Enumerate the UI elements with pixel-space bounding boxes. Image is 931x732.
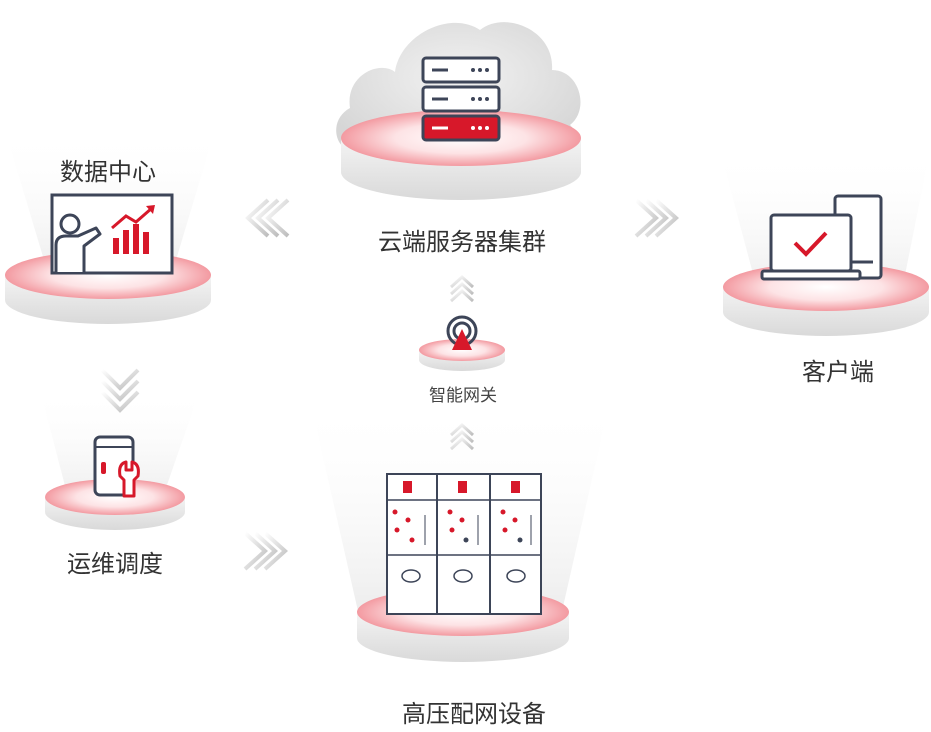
- label-data-center: 数据中心: [60, 158, 156, 186]
- presentation-board-icon: [50, 193, 174, 275]
- arrow-datacenter-to-ops: [100, 368, 140, 413]
- switchgear-cabinet-icon: [386, 473, 542, 615]
- signal-antenna-icon: [446, 315, 478, 350]
- arrow-equipment-to-gateway: [449, 422, 475, 451]
- platform-ops: [45, 479, 185, 530]
- arrow-ops-to-equipment: [243, 531, 288, 571]
- computer-check-icon: [760, 194, 883, 281]
- server-rack-icon: [421, 56, 501, 142]
- cabinet-wrench-icon: [93, 435, 140, 498]
- arrow-gateway-to-cloud: [449, 274, 475, 303]
- label-hv-equipment: 高压配网设备: [402, 700, 546, 728]
- arrow-cloud-to-client: [634, 198, 679, 238]
- label-cloud-cluster: 云端服务器集群: [378, 228, 546, 256]
- label-ops-dispatch: 运维调度: [67, 550, 163, 578]
- label-gateway: 智能网关: [429, 386, 497, 406]
- arrow-cloud-to-datacenter: [245, 198, 290, 238]
- label-client: 客户端: [802, 358, 874, 386]
